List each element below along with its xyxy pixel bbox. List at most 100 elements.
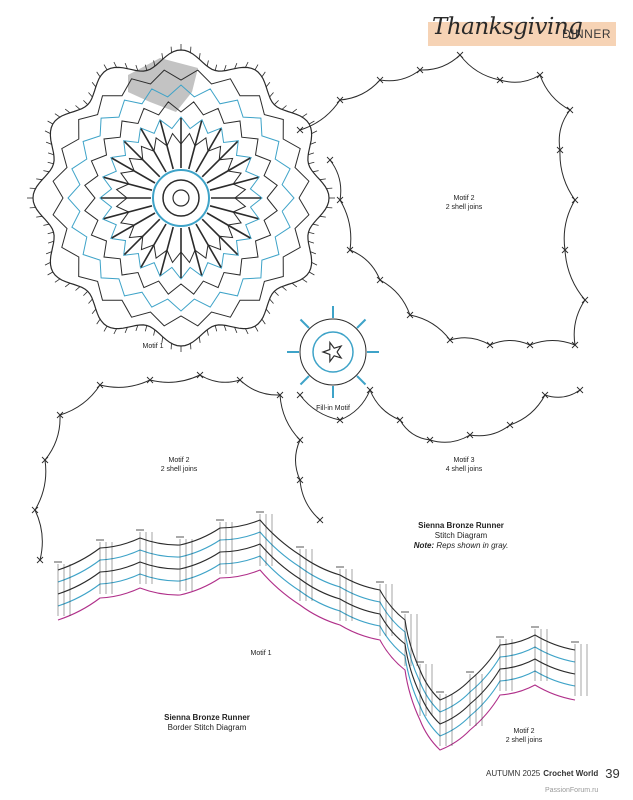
motif3-label: Motif 3 4 shell joins	[446, 456, 483, 474]
motif1-edge-tick	[198, 336, 201, 343]
motif1-edge-tick	[254, 64, 259, 70]
motif1-edge-tick	[43, 170, 50, 173]
page-number: 39	[605, 766, 620, 781]
motif1-edge-tick	[96, 71, 101, 78]
motif1-edge-tick	[274, 100, 279, 105]
motif2-right-title: Motif 2	[453, 195, 475, 202]
border-row	[57, 543, 576, 725]
motif1-edge-tick	[281, 286, 287, 291]
motif1-edge-tick	[301, 113, 308, 118]
border-row	[57, 569, 576, 751]
outline-stitch-tick	[366, 386, 374, 394]
motif1-edge-tick	[36, 215, 43, 218]
motif3-title: Motif 3	[453, 457, 475, 464]
motif1-edge-tick	[43, 223, 50, 226]
outline-stitch-tick	[456, 51, 464, 59]
motif2-right-label: Motif 2 2 shell joins	[446, 194, 483, 212]
motif1-edge-tick	[88, 298, 93, 304]
motif1-edge-tick	[161, 53, 164, 60]
motif1-petal-stitch	[201, 140, 239, 178]
motif1-petal-stitch	[103, 176, 153, 191]
motif1-edge-tick	[44, 130, 51, 134]
motif1-edge-tick	[64, 282, 71, 288]
outline-stitch-tick	[506, 421, 514, 429]
outline-stitch-tick	[336, 416, 344, 424]
border-motif2-sub: 2 shell joins	[505, 737, 543, 744]
motif1-edge-tick	[113, 328, 117, 335]
motif1-edge-tick	[47, 271, 53, 276]
outline-stitch-tick	[296, 391, 304, 399]
motif1-petal-stitch	[111, 157, 156, 184]
outline-stitch-tick	[336, 96, 344, 104]
outline-stitch-tick	[566, 106, 574, 114]
motif3-sub: 4 shell joins	[445, 466, 483, 473]
motif1-edge-tick	[312, 170, 319, 173]
motif1-petal-stitch	[206, 212, 251, 239]
motif-outline	[34, 374, 321, 561]
motif1-edge-tick	[64, 108, 71, 114]
note-label: Note:	[413, 541, 435, 550]
motif1-edge-tick	[291, 282, 298, 288]
motif1-edge-tick	[245, 328, 249, 335]
motif-outline	[299, 54, 586, 346]
motif1-petal-stitch	[111, 212, 156, 239]
motif1-edge-tick	[245, 61, 249, 68]
motif1-edge-tick	[274, 291, 279, 296]
motif1-edge-tick	[319, 215, 326, 218]
fill-in-picot	[356, 375, 367, 386]
motif1-petal-stitch	[188, 120, 203, 170]
border-motif2-title: Motif 2	[513, 728, 535, 735]
motif-outlines	[31, 51, 589, 564]
outline-stitch-tick	[236, 376, 244, 384]
motif1-edge-tick	[54, 113, 61, 118]
gray-rep-shading	[128, 58, 198, 112]
motif1-edge-tick	[54, 278, 61, 283]
outline-stitch-tick	[196, 371, 204, 379]
motif-outline	[299, 388, 581, 443]
motif1-edge-tick	[269, 92, 274, 98]
border-caption-title: Sienna Bronze Runner	[164, 713, 250, 722]
outline-stitch-tick	[541, 391, 549, 399]
outline-stitch-tick	[396, 416, 404, 424]
outline-stitch-tick	[416, 66, 424, 74]
motif1-edge-tick	[261, 318, 266, 325]
motif1-edge-tick	[83, 291, 88, 296]
motif1-edge-tick	[135, 325, 139, 332]
outline-stitch-tick	[376, 76, 384, 84]
motif1-edge-tick	[308, 161, 315, 165]
motif2-left-sub: 2 shell joins	[160, 466, 198, 473]
motif1-petal-stitch	[188, 226, 203, 276]
outline-stitch-tick	[96, 381, 104, 389]
motif1-edge-tick	[198, 53, 201, 60]
motif1-edge-tick	[103, 326, 108, 332]
motif1-edge-tick	[91, 308, 97, 315]
motif1-edge-tick	[124, 327, 128, 334]
motif1-edge-tick	[308, 231, 315, 235]
outline-stitch-tick	[336, 196, 344, 204]
motif1-petal-stitch	[159, 226, 174, 276]
watermark: PassionForum.ru	[545, 787, 599, 794]
motif1-edge-tick	[44, 262, 51, 266]
motif1-edge-tick	[223, 325, 227, 332]
outline-stitch-tick	[406, 311, 414, 319]
stitch-caption-title: Sienna Bronze Runner	[418, 521, 504, 530]
motif1-edge-tick	[223, 64, 227, 71]
note-text: Reps shown in gray.	[436, 541, 509, 550]
motif1-edge-tick	[234, 62, 238, 69]
motif1-edge-tick	[36, 178, 43, 181]
motif1-edge-tick	[261, 71, 266, 78]
motif1-edge-tick	[311, 262, 318, 266]
motif1-edge-tick	[47, 240, 54, 244]
outline-stitch-tick	[486, 341, 494, 349]
motif1-edge-tick	[124, 62, 128, 69]
border-row	[57, 555, 576, 737]
motif1-edge-tick	[312, 223, 319, 226]
motif1-edge-tick	[75, 286, 81, 291]
motif1-edge-tick	[234, 327, 238, 334]
motif1-edge-tick	[113, 61, 117, 68]
motif1-edge-tick	[103, 64, 108, 70]
motif1-edge-tick	[291, 108, 298, 114]
motif1-petal-stitch	[206, 157, 251, 184]
